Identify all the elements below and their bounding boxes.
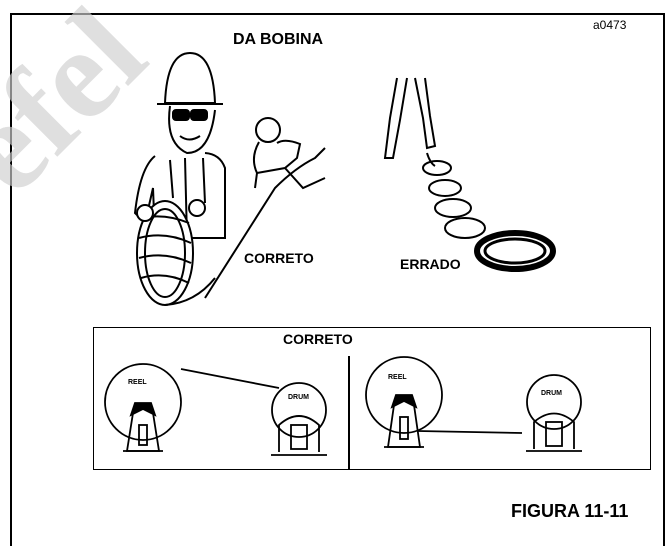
figure-caption: FIGURA 11-11: [511, 501, 629, 521]
page-frame: [10, 13, 665, 546]
figure-code: a0473: [593, 18, 627, 32]
reel-drum-diagram-right: REEL DRUM: [365, 356, 582, 452]
reel-drum-diagram-left: REEL DRUM: [104, 363, 327, 456]
box-divider: [348, 356, 350, 469]
box-title: CORRETO: [283, 331, 353, 347]
wrong-method-illustration: [383, 77, 556, 272]
wrong-label: ERRADO: [400, 256, 461, 272]
reel-label-2: REEL: [388, 374, 407, 381]
drum-label-2: DRUM: [541, 390, 562, 397]
reel-label: REEL: [128, 379, 147, 386]
reel-drum-diagram-box: [93, 327, 651, 470]
drum-label: DRUM: [288, 394, 309, 401]
correct-label: CORRETO: [244, 250, 314, 266]
worker-with-reel-illustration: [133, 51, 326, 306]
page-title: DA BOBINA: [233, 31, 324, 48]
